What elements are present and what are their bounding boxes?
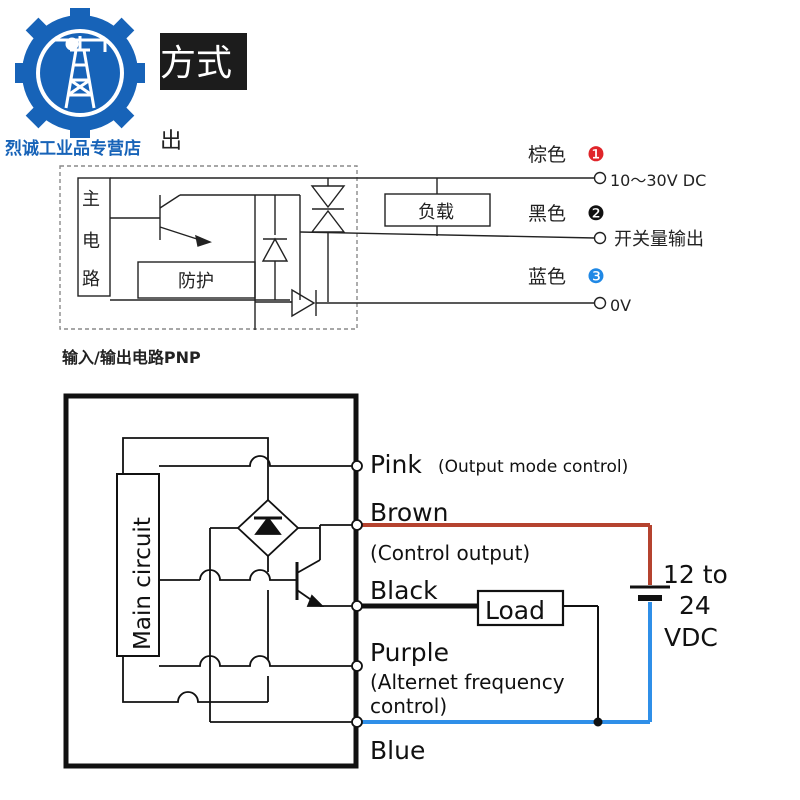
- sensor-boundary: [59, 165, 358, 330]
- black-wire-number: ❷: [587, 201, 605, 225]
- supply-label-line-1: 12 to: [663, 560, 728, 589]
- black-terminal-label: 开关量输出: [614, 229, 704, 250]
- blue-wire-name: 蓝色: [528, 266, 566, 288]
- main-circuit-label: Main circuit: [130, 517, 156, 650]
- pnp-labels: 主 电 路 防护 负载 棕色 ❶ 10～30V DC 黑色 ❷ 开关量输出 蓝色…: [62, 142, 706, 367]
- supply-label-line-2: 24: [679, 591, 711, 620]
- battery-icon: [630, 585, 670, 601]
- load-box-en: [476, 589, 565, 627]
- subtitle-fragment: 出: [160, 129, 182, 154]
- store-name: 烈诚工业品专营店: [5, 138, 141, 159]
- junction-dot: [593, 717, 603, 727]
- terminal-black-en: [351, 600, 363, 612]
- header: 方式 出: [160, 33, 247, 154]
- supply-label-line-3: VDC: [664, 623, 718, 652]
- terminal-black: [593, 231, 607, 245]
- main-circuit-char-1: 主: [82, 189, 100, 210]
- protection-label: 防护: [178, 271, 214, 292]
- fiber-diagram: [63, 393, 670, 769]
- purple-note-line-1: (Alternet frequency: [370, 670, 565, 694]
- blue-terminal-label: 0V: [610, 296, 631, 315]
- pnp-transistor-symbol: [110, 194, 255, 247]
- load-label-cn: 负载: [418, 202, 454, 223]
- main-circuit-box-en: [116, 473, 160, 657]
- black-wire-name: 黑色: [528, 203, 566, 225]
- blue-wire-number: ❸: [587, 264, 605, 288]
- pink-label: Pink: [370, 450, 422, 479]
- amplifier-housing: [63, 393, 359, 769]
- main-circuit-char-2: 电: [82, 231, 100, 252]
- zener-diode-symbol: [261, 237, 289, 262]
- terminal-blue: [593, 296, 607, 310]
- terminal-blue-en: [351, 716, 363, 728]
- reverse-diode-symbol: [290, 288, 317, 318]
- load-label-en: Load: [485, 596, 545, 625]
- purple-wire: [159, 655, 357, 667]
- purple-note-line-2: control): [370, 694, 447, 718]
- tower-icon: [55, 36, 107, 109]
- black-label: Black: [370, 576, 438, 605]
- main-circuit-char-3: 路: [82, 269, 100, 290]
- terminal-brown-en: [351, 519, 363, 531]
- store-logo: 烈诚工业品专营店: [5, 8, 145, 159]
- pnp-caption: 输入/输出电路PNP: [62, 348, 201, 367]
- title-fragment: 方式: [160, 43, 232, 84]
- blue-label: Blue: [370, 736, 425, 765]
- brown-wire-name: 棕色: [528, 144, 566, 166]
- brown-wire-number: ❶: [587, 142, 605, 166]
- brown-terminal-label: 10～30V DC: [610, 171, 706, 190]
- terminal-pink: [351, 460, 363, 472]
- purple-label: Purple: [370, 638, 449, 667]
- pnp-diagram: [59, 165, 607, 330]
- gear-icon: [15, 8, 145, 138]
- brown-note: (Control output): [370, 541, 530, 565]
- brown-label: Brown: [370, 498, 448, 527]
- pink-wire: [159, 455, 357, 467]
- terminal-brown: [593, 171, 607, 185]
- black-line: [299, 231, 596, 239]
- title-banner: [160, 33, 247, 90]
- output-transistor-symbol: [159, 559, 357, 607]
- terminal-purple: [351, 660, 363, 672]
- fiber-labels: Main circuit Load Pink (Output mode cont…: [130, 450, 728, 765]
- tvs-diode-symbol: [310, 185, 346, 233]
- pink-note: (Output mode control): [438, 457, 628, 477]
- main-circuit-box: [77, 177, 111, 297]
